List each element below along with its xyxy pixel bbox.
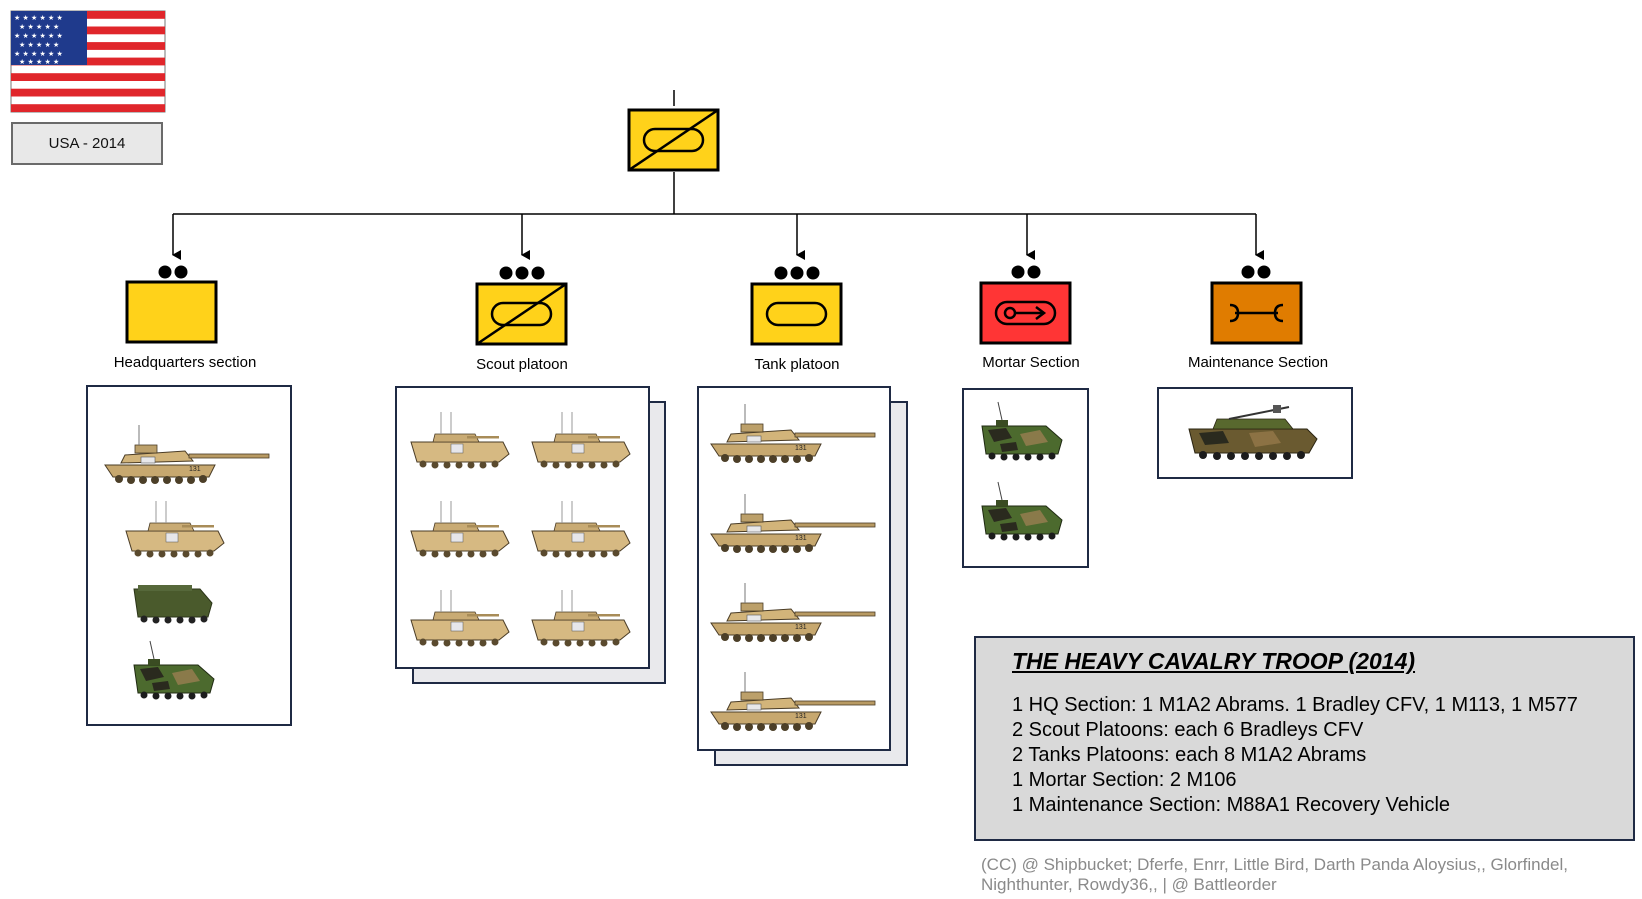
mortar-section-label: Mortar Section — [982, 354, 1080, 371]
svg-text:★ ★ ★ ★ ★: ★ ★ ★ ★ ★ — [19, 23, 59, 31]
svg-text:★ ★ ★ ★ ★ ★: ★ ★ ★ ★ ★ ★ — [14, 50, 63, 58]
m1a2-abrams-icon — [710, 582, 876, 643]
tank-platoon-symbol-icon — [750, 266, 843, 346]
summary-line: 2 Scout Platoons: each 6 Bradleys CFV — [1012, 719, 1364, 741]
m1a2-abrams-icon — [104, 424, 270, 485]
mortar-section-symbol-icon — [979, 265, 1072, 345]
country-year-label: USA - 2014 — [11, 122, 163, 165]
bradley-cfv-icon — [531, 411, 631, 469]
scout-platoon-label: Scout platoon — [476, 356, 568, 373]
summary-line: 1 Maintenance Section: M88A1 Recovery Ve… — [1012, 794, 1451, 816]
maintenance-vehicles-box — [1157, 387, 1353, 479]
summary-line: 2 Tanks Platoons: each 8 M1A2 Abrams — [1012, 744, 1367, 766]
m106-icon — [981, 401, 1063, 461]
svg-text:★ ★ ★ ★ ★ ★: ★ ★ ★ ★ ★ ★ — [14, 32, 63, 40]
m1a2-abrams-icon — [710, 493, 876, 554]
credits-text: (CC) @ Shipbucket; Dferfe, Enrr, Little … — [981, 855, 1568, 894]
bradley-cfv-icon — [410, 500, 510, 558]
hq-vehicles-box — [86, 385, 292, 726]
armored-cavalry-symbol-icon — [627, 108, 720, 172]
m106-icon — [981, 481, 1063, 541]
tank-vehicles-box — [697, 386, 891, 751]
m113-icon — [133, 584, 213, 624]
maintenance-section-label: Maintenance Section — [1187, 354, 1329, 371]
bradley-cfv-icon — [410, 411, 510, 469]
scout-vehicles-box — [395, 386, 650, 669]
bradley-cfv-icon — [125, 500, 225, 558]
summary-line: 1 Mortar Section: 2 M106 — [1012, 769, 1237, 791]
hq-section-symbol-icon — [125, 265, 218, 344]
summary-lines: 1 HQ Section: 1 M1A2 Abrams. 1 Bradley C… — [1012, 693, 1633, 818]
tank-platoon-label: Tank platoon — [754, 356, 840, 373]
m1a2-abrams-icon — [710, 403, 876, 464]
bradley-cfv-icon — [531, 500, 631, 558]
hq-section-label: Headquarters section — [113, 354, 257, 371]
mortar-vehicles-box — [962, 388, 1089, 568]
m88a1-icon — [1188, 404, 1318, 461]
m1a2-abrams-icon — [710, 671, 876, 732]
scout-platoon-symbol-icon — [475, 266, 568, 346]
bradley-cfv-icon — [531, 589, 631, 647]
bradley-cfv-icon — [410, 589, 510, 647]
summary-panel: THE HEAVY CAVALRY TROOP (2014) 1 HQ Sect… — [974, 636, 1635, 841]
connector-lines — [172, 90, 1264, 260]
m577-icon — [133, 640, 215, 700]
us-flag-icon: ★ ★ ★ ★ ★ ★ ★ ★ ★ ★ ★ ★ ★ ★ ★ ★ ★ ★ ★ ★ … — [10, 10, 166, 113]
summary-title: THE HEAVY CAVALRY TROOP (2014) — [1012, 648, 1416, 674]
maintenance-section-symbol-icon — [1210, 265, 1303, 345]
svg-text:★ ★ ★ ★ ★: ★ ★ ★ ★ ★ — [19, 41, 59, 49]
svg-text:★ ★ ★ ★ ★: ★ ★ ★ ★ ★ — [19, 58, 59, 66]
svg-text:★ ★ ★ ★ ★ ★: ★ ★ ★ ★ ★ ★ — [14, 14, 63, 22]
summary-line: 1 HQ Section: 1 M1A2 Abrams. 1 Bradley C… — [1012, 694, 1578, 716]
